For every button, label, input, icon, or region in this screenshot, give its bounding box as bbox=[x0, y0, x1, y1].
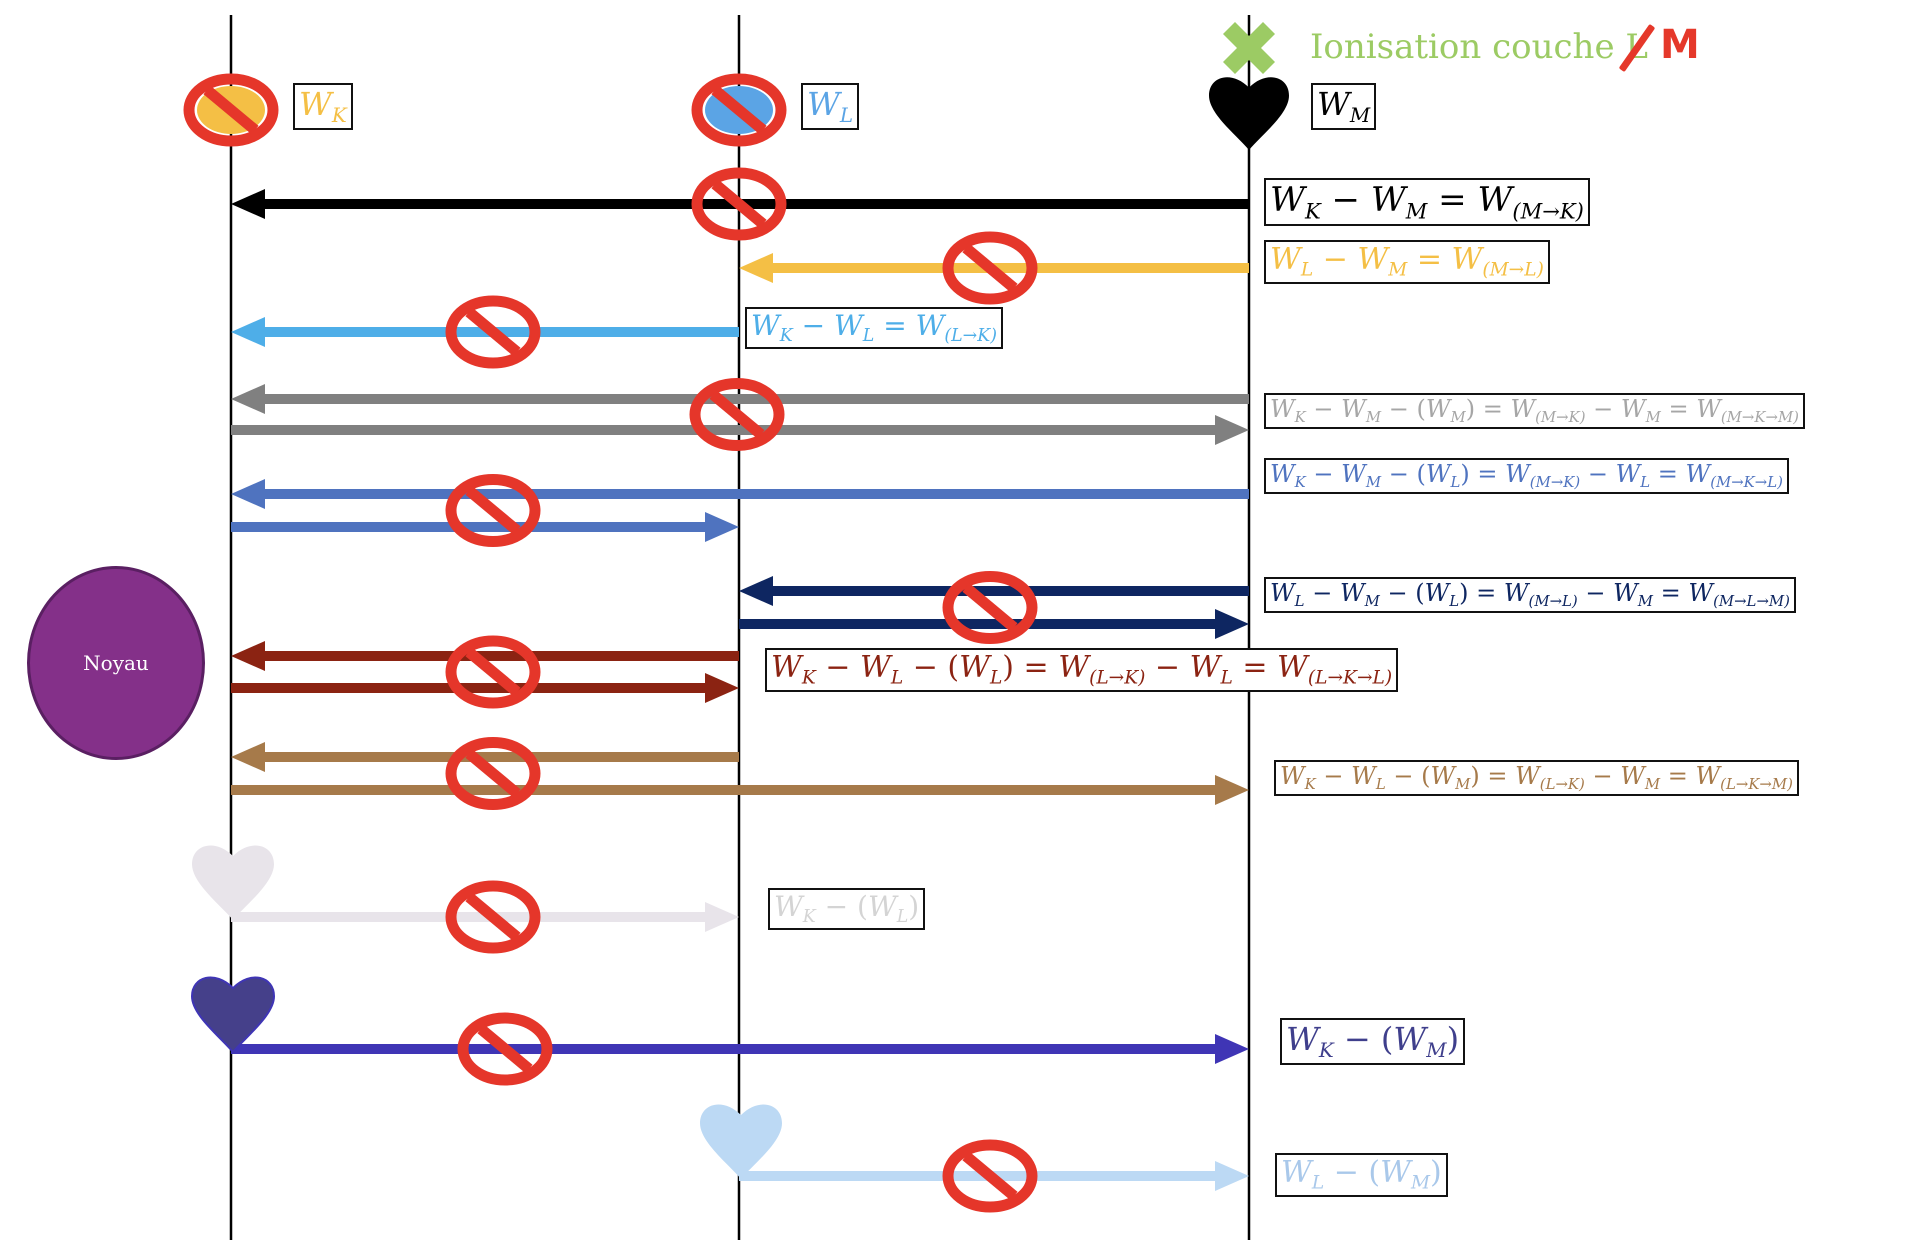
shell-energy-label-K: WK bbox=[293, 83, 353, 130]
blocked-icon-electron-L-slash bbox=[711, 85, 767, 135]
blocked-icon-l-k-m bbox=[445, 737, 541, 810]
shell-energy-label-M: WM bbox=[1311, 83, 1377, 130]
nucleus: Noyau bbox=[27, 566, 205, 760]
blocked-icon-m-to-l-slash bbox=[962, 243, 1018, 293]
blocked-icon-l-m-escape bbox=[942, 1139, 1038, 1213]
blocked-icon-m-l-m-slash bbox=[962, 583, 1018, 632]
arrow-m-l-m-0-head bbox=[739, 576, 773, 606]
equation-l-to-k: WK − WL = W(L→K) bbox=[745, 307, 1003, 349]
arrow-m-k-l-0-head bbox=[231, 479, 265, 509]
arrow-l-k-m-1-head bbox=[1215, 775, 1249, 805]
blocked-icon-l-to-k bbox=[445, 295, 541, 369]
blocked-icon-k-m-escape-slash bbox=[477, 1024, 533, 1074]
arrow-m-l-m-1-head bbox=[1215, 609, 1249, 639]
equation-l-k-m: WK − WL − (WM) = W(L→K) − WM = W(L→K→M) bbox=[1274, 760, 1799, 797]
equation-l-m-escape: WL − (WM) bbox=[1275, 1153, 1448, 1197]
nucleus-label: Noyau bbox=[83, 651, 149, 675]
blocked-icon-l-to-k-slash bbox=[465, 307, 521, 357]
arrow-m-k-l-1-head bbox=[705, 512, 739, 542]
electron-heart-k-l-escape bbox=[192, 845, 274, 920]
blocked-icon-m-k-m-slash bbox=[709, 390, 765, 439]
blocked-icon-electron-L bbox=[691, 73, 787, 147]
electron-heart-M bbox=[1209, 77, 1289, 150]
arrow-m-k-m-1-head bbox=[1215, 415, 1249, 445]
equation-m-to-k: WK − WM = W(M→K) bbox=[1264, 178, 1590, 226]
blocked-icon-m-l-m bbox=[942, 571, 1038, 644]
equation-m-k-l: WK − WM − (WL) = W(M→K) − WL = W(M→K→L) bbox=[1264, 458, 1789, 495]
ionisation-cross-icon-b bbox=[1222, 21, 1276, 75]
equation-k-m-escape: WK − (WM) bbox=[1280, 1018, 1466, 1065]
blocked-icon-l-k-l bbox=[445, 635, 541, 709]
equation-k-l-escape: WK − (WL) bbox=[768, 888, 926, 930]
title-prefix: Ionisation couche bbox=[1310, 27, 1626, 67]
equation-m-l-m: WL − WM − (WL) = W(M→L) − WM = W(M→L→M) bbox=[1264, 577, 1796, 614]
blocked-icon-m-to-k-slash bbox=[711, 179, 767, 229]
blocked-icon-m-k-l bbox=[445, 474, 541, 547]
arrow-k-m-escape-0-head bbox=[1215, 1034, 1249, 1064]
arrow-m-k-m-0-head bbox=[231, 384, 265, 414]
corrected-shell-label: M bbox=[1659, 22, 1700, 68]
blocked-icon-m-k-l-slash bbox=[465, 486, 521, 535]
blocked-icon-m-k-m bbox=[689, 378, 785, 451]
arrow-l-k-m-0-head bbox=[231, 742, 265, 772]
blocked-icon-electron-K bbox=[183, 73, 279, 147]
equation-m-to-l: WL − WM = W(M→L) bbox=[1264, 240, 1550, 284]
blocked-icon-l-m-escape-slash bbox=[962, 1151, 1018, 1201]
arrow-l-m-escape-0-head bbox=[1215, 1161, 1249, 1191]
blocked-icon-k-l-escape bbox=[445, 880, 541, 954]
blocked-icon-m-to-l bbox=[942, 231, 1038, 305]
equation-m-k-m: WK − WM − (WM) = W(M→K) − WM = W(M→K→M) bbox=[1264, 393, 1805, 430]
arrow-l-to-k-0-head bbox=[231, 317, 265, 347]
equation-l-k-l: WK − WL − (WL) = W(L→K) − WL = W(L→K→L) bbox=[765, 648, 1399, 692]
blocked-icon-k-l-escape-slash bbox=[465, 892, 521, 942]
arrow-k-l-escape-0-head bbox=[705, 902, 739, 932]
blocked-icon-l-k-m-slash bbox=[465, 749, 521, 798]
electron-heart-k-m-escape bbox=[190, 976, 276, 1054]
blocked-icon-l-k-l-slash bbox=[465, 647, 521, 697]
arrow-m-to-k-0-head bbox=[231, 189, 265, 219]
blocked-icon-m-to-k bbox=[691, 167, 787, 241]
blocked-icon-k-m-escape bbox=[457, 1012, 553, 1086]
blocked-icon-electron-K-slash bbox=[203, 85, 259, 135]
shell-energy-label-L: WL bbox=[801, 83, 860, 130]
struck-shell-label: L bbox=[1625, 27, 1648, 67]
electron-heart-l-m-escape bbox=[700, 1104, 782, 1179]
arrow-l-k-l-0-head bbox=[231, 641, 265, 671]
arrow-l-k-l-1-head bbox=[705, 673, 739, 703]
arrow-m-to-l-0-head bbox=[739, 253, 773, 283]
